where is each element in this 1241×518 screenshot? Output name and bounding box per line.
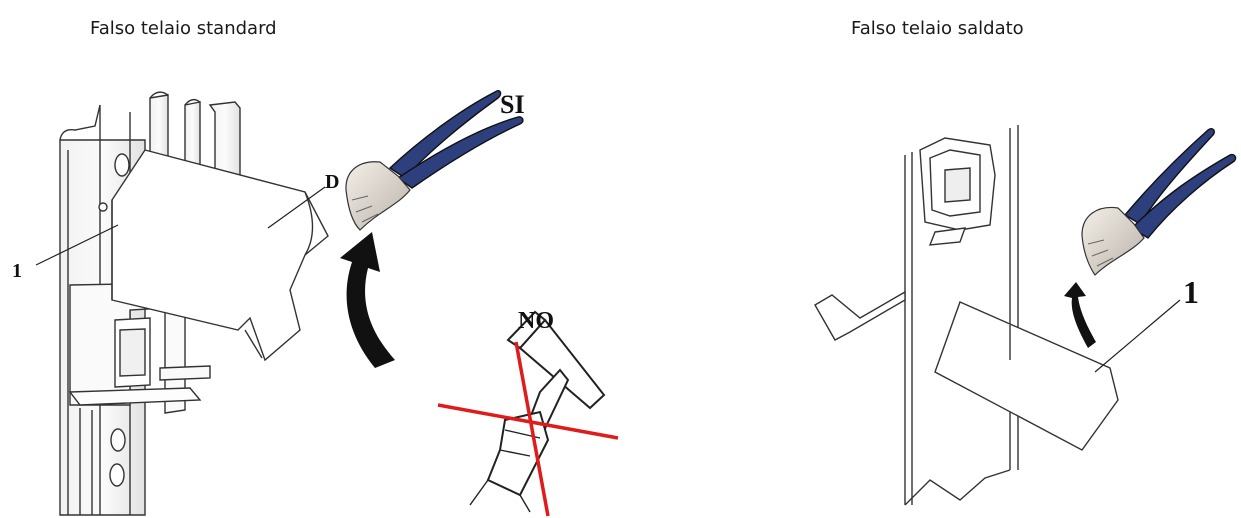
prohibition-cross — [437, 341, 619, 517]
small-tab-left — [814, 290, 906, 341]
pliers-icon — [1081, 127, 1237, 276]
welded-clip-bracket — [919, 137, 996, 246]
tab-label-d: D — [325, 171, 339, 193]
curved-arrow-icon — [1064, 282, 1096, 348]
label-no: NO — [518, 308, 554, 334]
bendable-tab-1-right — [934, 301, 1119, 451]
part-label-1-right: 1 — [1183, 274, 1199, 310]
caption-standard-frame: Falso telaio standard — [90, 18, 277, 39]
hammer-icon — [469, 310, 606, 513]
pliers-icon — [345, 89, 524, 231]
curved-arrow-icon — [340, 232, 395, 368]
part-label-1-left: 1 — [12, 260, 22, 282]
label-yes: SI — [500, 90, 525, 119]
caption-welded-frame: Falso telaio saldato — [851, 18, 1024, 39]
